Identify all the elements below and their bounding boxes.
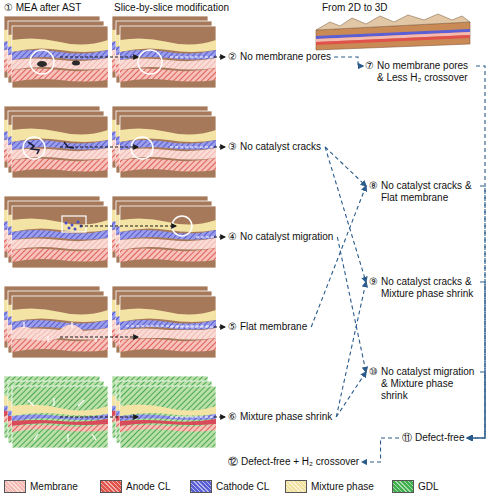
step-node: ⑥Mixture phase shrink: [228, 411, 332, 423]
step-text: No catalyst cracks & Flat membrane: [381, 180, 477, 204]
dashed-arrow: [325, 147, 366, 186]
step-number: ⑤: [228, 321, 237, 333]
step-node: ③No catalyst cracks: [228, 141, 321, 153]
step-number: ⑥: [228, 411, 237, 423]
step-node: ⑨No catalyst cracks & Mixture phase shri…: [369, 276, 477, 300]
membrane-pore: [72, 61, 80, 66]
migrated-catalyst: [65, 221, 83, 231]
slice-stack: [112, 196, 216, 268]
step-number: ④: [228, 231, 237, 243]
step-node: ⑤Flat membrane: [228, 321, 307, 333]
modification-arrows: [60, 57, 176, 417]
slice-stack: [4, 16, 108, 88]
step-text: Flat membrane: [240, 321, 307, 333]
step-node: ⑧No catalyst cracks & Flat membrane: [369, 180, 477, 204]
slice-stack: [112, 376, 216, 448]
dashed-arrow: [467, 372, 485, 438]
dashed-arrow: [467, 282, 485, 438]
legend-text: Membrane: [30, 481, 78, 493]
legend-text: GDL: [418, 481, 439, 493]
step-text: No membrane pores & Less H₂ crossover: [377, 60, 473, 84]
legend-text: Mixture phase: [311, 481, 374, 493]
step-text: No membrane pores: [240, 51, 331, 63]
legend-item: Cathode CL: [190, 480, 269, 493]
legend-text: Cathode CL: [216, 481, 269, 493]
dashed-arrow: [337, 237, 366, 372]
catalyst-crack: [28, 142, 39, 154]
magnifier: [30, 50, 54, 74]
legend-item: Membrane: [4, 480, 78, 493]
step-number: ⑨: [369, 276, 378, 288]
step-number: ③: [228, 141, 237, 153]
dashed-arrow: [325, 147, 366, 282]
step-node: ②No membrane pores: [228, 51, 331, 63]
magnifier: [138, 50, 162, 74]
step-text: No catalyst cracks & Mixture phase shrin…: [381, 276, 477, 300]
legend-swatch: [392, 480, 414, 493]
zoom-frame: [62, 216, 86, 232]
step-number: ⑪: [402, 432, 412, 444]
leader-arrows: [214, 57, 225, 417]
shift-arrows: [24, 322, 96, 342]
slice-stack: [112, 16, 216, 88]
dashed-arrow: [334, 57, 363, 66]
legend-swatch: [4, 480, 26, 493]
legend-item: Mixture phase: [285, 480, 374, 493]
slice-stack: [4, 286, 108, 358]
wavy-membrane: [12, 324, 108, 340]
3d-reconstruction: [316, 14, 470, 50]
step-node: ⑦No membrane pores & Less H₂ crossover: [365, 60, 473, 84]
slice-stack: [112, 106, 216, 178]
leader-lines: [170, 57, 214, 417]
flat-guide: [126, 326, 210, 327]
step-number: ⑧: [369, 180, 378, 192]
step-number: ⑩: [369, 366, 378, 378]
step-node: ⑪Defect-free: [402, 432, 464, 444]
membrane-pore: [37, 61, 47, 67]
step-node: ⑫Defect-free + H₂ crossover: [228, 456, 359, 468]
legend-swatch: [100, 480, 122, 493]
magnifier: [131, 137, 153, 159]
magnifier: [23, 137, 45, 159]
shrink-arrows: [28, 398, 96, 442]
slice-stack: [112, 286, 216, 358]
step-text: Defect-free: [415, 432, 464, 444]
step-text: No catalyst migration: [240, 231, 333, 243]
step-text: Defect-free + H₂ crossover: [241, 456, 359, 468]
panel-label: Slice-by-slice modification: [114, 2, 229, 14]
dashed-arrow: [336, 372, 366, 417]
step-text: No catalyst cracks: [240, 141, 321, 153]
step-number: ⑦: [365, 60, 374, 72]
legend-swatch: [190, 480, 212, 493]
step-number: ②: [228, 51, 237, 63]
step-number: ⑫: [228, 456, 238, 468]
dashed-arrow: [467, 186, 485, 438]
legend-swatch: [285, 480, 307, 493]
dashed-arrow: [362, 438, 399, 462]
step-node: ⑩No catalyst migration & Mixture phase s…: [369, 366, 477, 402]
step-node: ④No catalyst migration: [228, 231, 333, 243]
dashed-arrow: [467, 66, 485, 438]
legend-item: GDL: [392, 480, 439, 493]
slice-stack: [4, 376, 108, 448]
panel-label: From 2D to 3D: [322, 2, 388, 14]
step-text: Mixture phase shrink: [240, 411, 332, 423]
step-text: No catalyst migration & Mixture phase sh…: [381, 366, 477, 402]
slice-stack: [4, 106, 108, 178]
legend-text: Anode CL: [126, 481, 170, 493]
slice-stack: [4, 196, 108, 268]
flat-membrane: [120, 330, 216, 338]
panel-label: ① MEA after AST: [4, 2, 81, 14]
legend-item: Anode CL: [100, 480, 170, 493]
